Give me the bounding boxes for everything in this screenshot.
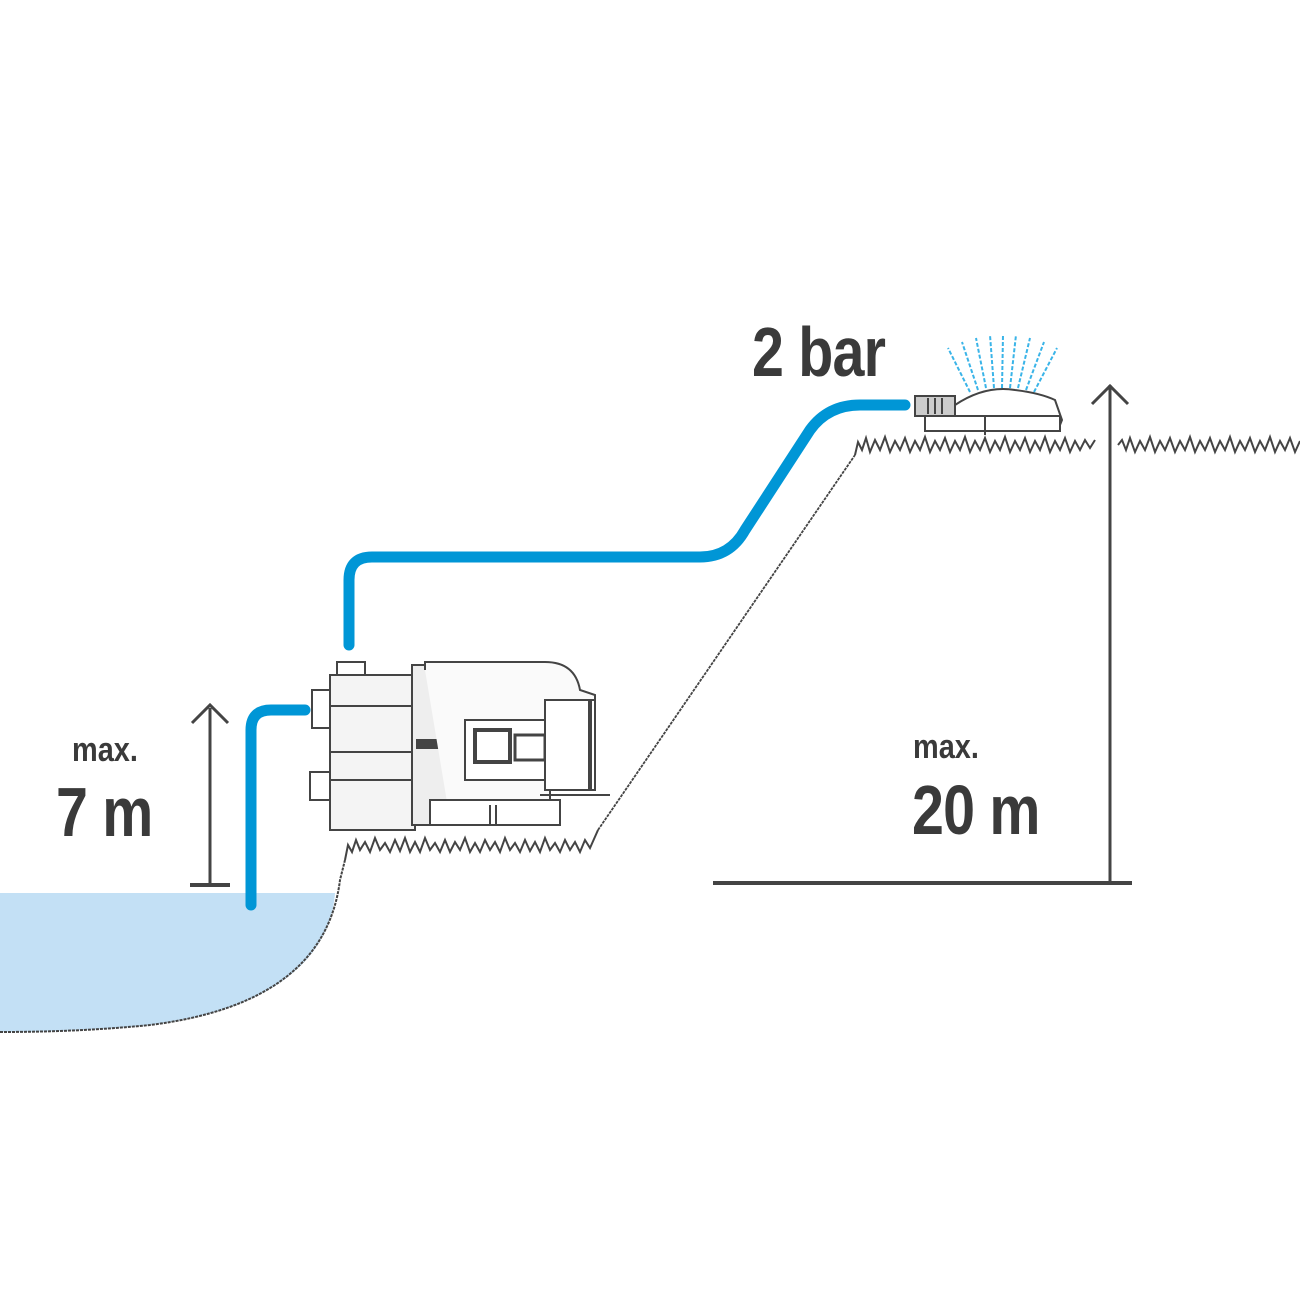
grass-right [1117, 434, 1300, 455]
pressure-value: 2 bar [752, 313, 886, 391]
pump [309, 661, 610, 831]
grass-lower [344, 829, 599, 861]
delivery-height-value: 20 m [912, 771, 1040, 849]
water-body [0, 893, 335, 1032]
water-bank-outline [0, 859, 346, 1033]
delivery-height-arrow [713, 383, 1132, 885]
delivery-max-label: max. [913, 728, 979, 766]
sprinkler [914, 388, 1064, 435]
slope-line [597, 454, 856, 831]
suction-height-arrow [190, 702, 230, 887]
suction-max-label: max. [72, 731, 138, 769]
sprinkler-spray [947, 334, 1058, 393]
suction-hose [245, 704, 311, 911]
delivery-hose [343, 399, 911, 651]
suction-height-value: 7 m [56, 773, 153, 851]
grass-upper [854, 434, 1096, 456]
